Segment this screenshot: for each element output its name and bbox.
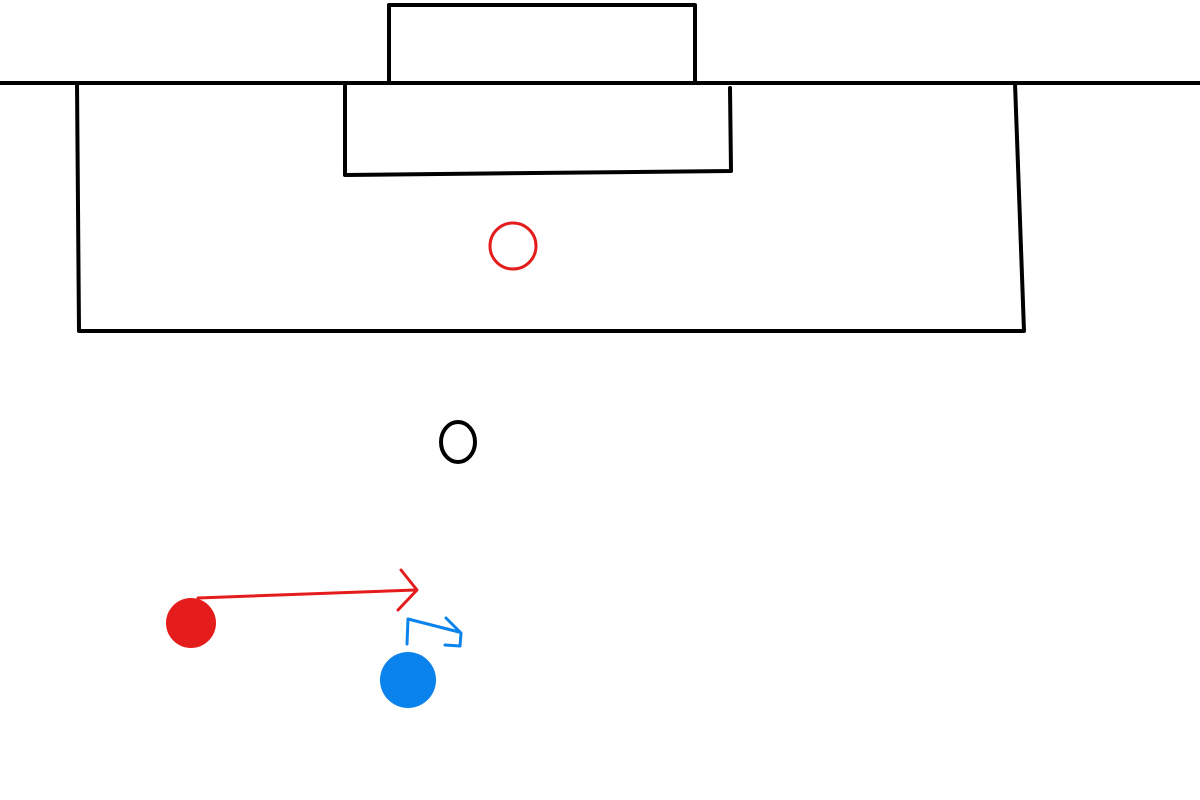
penalty-area bbox=[75, 81, 1026, 333]
goal bbox=[387, 3, 697, 84]
red-run-arrow bbox=[196, 568, 419, 612]
red-player bbox=[166, 598, 216, 648]
goal-area bbox=[343, 81, 733, 177]
penalty-spot-marker bbox=[488, 221, 538, 271]
ball bbox=[439, 420, 477, 464]
blue-player bbox=[380, 652, 436, 708]
blue-run-arrow bbox=[405, 616, 463, 648]
